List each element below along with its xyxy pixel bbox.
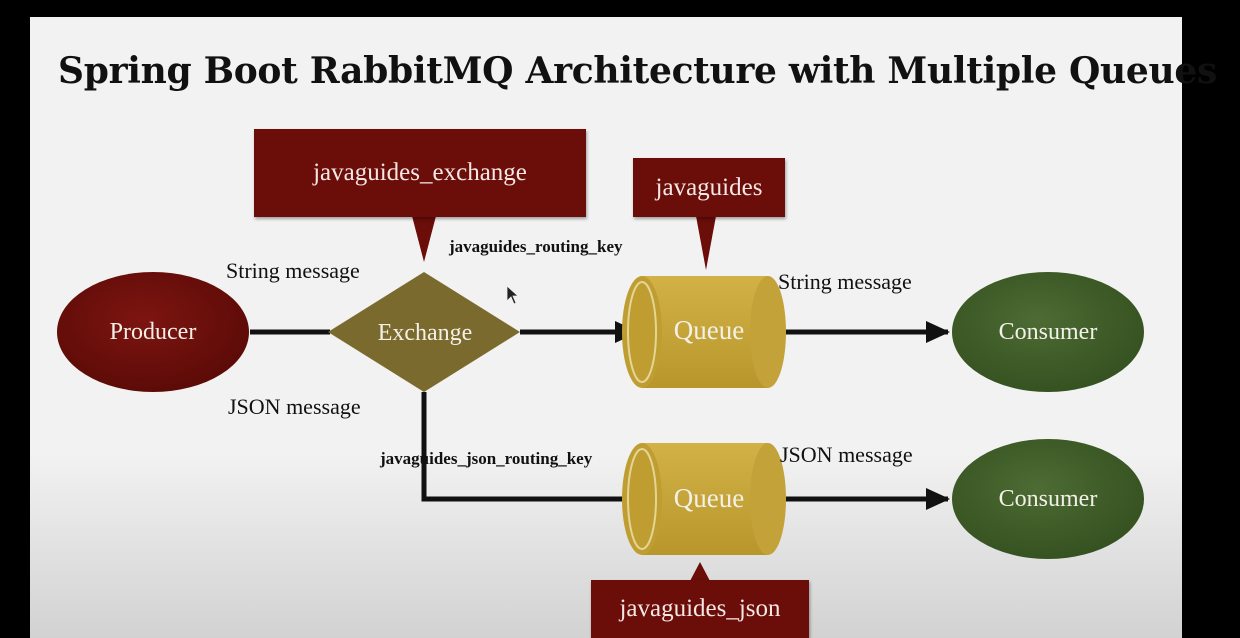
queue1-callout-pointer — [696, 216, 716, 270]
routing-key-label: javaguides_routing_key — [449, 237, 623, 256]
queue1-callout-label: javaguides — [655, 173, 763, 201]
exchange-callout-pointer — [412, 216, 436, 262]
json-message-in-label: JSON message — [228, 394, 361, 419]
queue1-callout: javaguides — [633, 158, 785, 217]
string-message-out-label: String message — [778, 269, 912, 294]
exchange-callout: javaguides_exchange — [254, 129, 586, 217]
consumer1-node — [952, 272, 1144, 392]
queue1-node — [622, 276, 786, 388]
json-message-out-label: JSON message — [780, 442, 913, 467]
exchange-callout-label: javaguides_exchange — [313, 159, 527, 186]
queue2-callout-label: javaguides_json — [619, 595, 781, 622]
slide-title: Spring Boot RabbitMQ Architecture with M… — [58, 50, 1217, 92]
exchange-node — [328, 272, 520, 392]
consumer2-node — [952, 439, 1144, 559]
json-routing-key-label: javaguides_json_routing_key — [380, 449, 593, 468]
exchange-to-queue2-arrow — [421, 392, 657, 510]
mouse-cursor-icon — [506, 285, 520, 305]
queue2-node — [622, 443, 786, 555]
producer-node — [57, 272, 249, 392]
string-message-in-label: String message — [226, 258, 360, 283]
queue2-callout: javaguides_json — [591, 580, 809, 638]
queue2-callout-pointer — [690, 562, 710, 581]
